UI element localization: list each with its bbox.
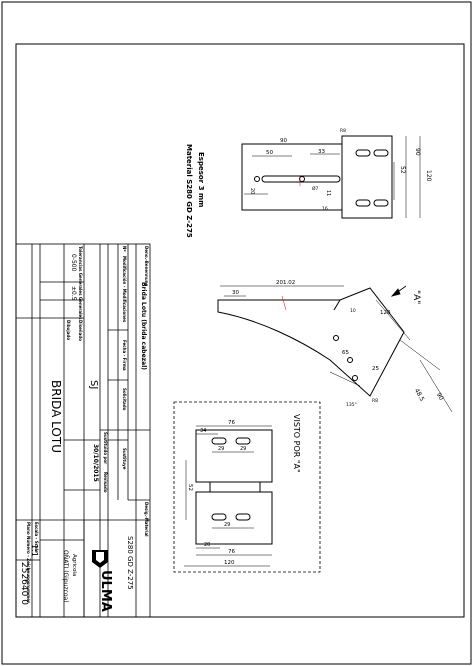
label-designed: Diseñado — [78, 320, 83, 341]
dim-view-76b: 76 — [228, 549, 235, 555]
ulma-logo-icon — [92, 550, 108, 568]
company-sub1: Agricola — [71, 554, 77, 577]
drawn-by: SJ — [88, 380, 99, 390]
top-view-dimensions — [244, 136, 421, 218]
dim-view-120: 120 — [224, 560, 235, 566]
top-view-plate — [241, 135, 393, 219]
dim-view-20: 20 — [204, 542, 210, 548]
dim-top-33: 33 — [318, 149, 325, 155]
label-tolerance: Tolerancias Generales Generales — [78, 246, 83, 320]
dim-top-50: 50 — [266, 150, 273, 156]
middle-view-dimensions — [220, 285, 453, 413]
label-reviewed: Revisado — [103, 472, 108, 493]
drawing-title: BRIDA LOTU — [49, 380, 63, 453]
dim-mid-135: 135° — [346, 402, 357, 408]
dim-mid-25: 25 — [372, 366, 379, 372]
dim-view-29c: 29 — [224, 522, 230, 528]
label-modification: Modificación - Modificaciones — [122, 256, 127, 323]
label-substitute: Sustituye — [122, 448, 127, 470]
dim-top-52: 52 — [399, 166, 406, 174]
label-num: Nº — [122, 246, 127, 252]
bent-bracket-view — [217, 287, 405, 397]
tolerance-range: 0-500 — [70, 254, 77, 272]
dim-view-52: 52 — [187, 484, 193, 491]
dim-mid-r8: R8 — [372, 398, 378, 404]
view-arrow-icon — [390, 285, 407, 297]
note-material: Material S280 GD Z-275 — [185, 144, 193, 238]
dim-mid-65: 65 — [342, 350, 349, 356]
note-thickness: Espesor 3 mm — [197, 152, 205, 208]
material-value: S280 GD Z-275 — [126, 536, 134, 590]
label-material: Desig.-Material — [144, 502, 149, 537]
label-requested: Solicitado — [122, 388, 127, 411]
view-a-dimensions — [184, 425, 272, 567]
title-block — [15, 243, 151, 618]
company-sub2: OÑATI (Gipuzcoa) — [62, 550, 69, 603]
dim-top-90b: 90 — [414, 148, 421, 156]
dim-top-120: 120 — [425, 170, 432, 182]
dim-view-29a: 29 — [218, 446, 224, 452]
plan-number: 252640 0 — [19, 562, 29, 605]
tolerance-value: ±0.5 — [70, 286, 77, 301]
scale-value: 1:1 — [30, 544, 39, 557]
dim-mid-30: 30 — [232, 290, 239, 296]
label-denomination: Deno.-Benennung — [144, 246, 149, 287]
company-name: ULMA — [98, 570, 113, 612]
label-substitutes: Sustituido por — [103, 432, 108, 465]
inner-border — [15, 43, 465, 618]
label-date-signed: Fecha - Firma — [122, 340, 127, 371]
dim-top-16: 16 — [322, 206, 328, 212]
dim-view-34: 34 — [200, 428, 206, 434]
dim-top-r8: R8 — [340, 128, 346, 134]
view-a-part — [195, 429, 273, 545]
dim-top-11: 11 — [325, 190, 331, 197]
dim-top-20: 20 — [249, 188, 255, 195]
dim-view-29b: 29 — [240, 446, 246, 452]
label-drawn: Dibujado — [66, 320, 71, 341]
dim-top-7: Ø7 — [312, 185, 319, 192]
dim-mid-201: 201.02 — [276, 280, 295, 286]
dim-mid-10: 10 — [350, 308, 356, 314]
dim-mid-120: 120 — [380, 310, 391, 316]
drawing-date: 30/10/2015 — [92, 444, 99, 482]
view-a-label: VISTO POR "A" — [292, 414, 301, 473]
denomination-value: Brida Lotu (brida cabezal) — [140, 282, 147, 370]
arrow-label-a: "A" — [411, 290, 421, 305]
view-a-frame — [173, 401, 321, 573]
dim-view-76a: 76 — [228, 420, 235, 426]
dim-top-90: 90 — [280, 138, 287, 144]
